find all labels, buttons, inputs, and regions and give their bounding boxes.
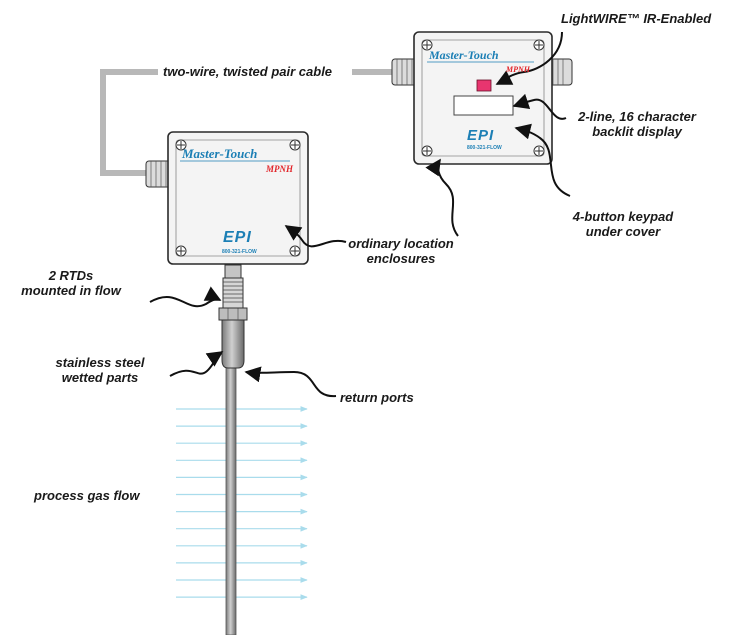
callout-arrow-return-ports	[244, 366, 337, 398]
gas-flow-arrows	[176, 406, 308, 600]
callout-arrow-rtds	[149, 286, 222, 308]
probe-stem	[225, 361, 237, 635]
label-return-ports: return ports	[340, 390, 414, 405]
hex-nut	[218, 307, 248, 321]
lcd-display-window	[453, 95, 514, 116]
label-display-line1: 2-line, 16 character	[578, 109, 696, 124]
remote-phone-text: 800-321-FLOW	[467, 145, 502, 151]
callout-arrow-display	[512, 93, 567, 120]
twisted-pair-cable	[100, 69, 392, 176]
main-epi-logo: EPI	[223, 229, 252, 246]
callout-arrow-enclosure-remote	[425, 158, 459, 237]
label-rtds-line2: mounted in flow	[21, 283, 121, 298]
label-enclosures-line1: ordinary location	[348, 236, 454, 251]
label-enclosures-line2: enclosures	[366, 251, 436, 266]
threaded-fitting	[222, 264, 244, 309]
callout-arrow-steel	[169, 351, 224, 377]
label-process-gas-flow: process gas flow	[34, 488, 140, 503]
label-rtds-line1: 2 RTDs	[48, 268, 94, 283]
label-steel-line1: stainless steel	[55, 355, 145, 370]
label-enclosures: ordinary location enclosures	[340, 236, 462, 266]
callout-arrow-enclosure-main	[284, 225, 347, 248]
label-stainless-steel: stainless steel wetted parts	[42, 355, 158, 385]
screw-icon	[421, 39, 545, 157]
label-keypad-line2: under cover	[585, 224, 661, 239]
screw-icon	[175, 139, 301, 257]
callout-arrow-keypad	[514, 123, 571, 197]
remote-brand-text: Master-Touch	[429, 48, 499, 62]
label-steel-line2: wetted parts	[61, 370, 139, 385]
probe-sheath	[221, 317, 245, 369]
remote-model-text: MPNH	[506, 65, 530, 74]
label-cable: two-wire, twisted pair cable	[163, 64, 333, 79]
label-keypad: 4-button keypad under cover	[569, 209, 677, 239]
label-display-line2: backlit display	[592, 124, 682, 139]
label-rtds: 2 RTDs mounted in flow	[7, 268, 135, 298]
main-enclosure	[145, 131, 309, 265]
ir-window	[476, 79, 492, 92]
label-lightwire: LightWIRE™ IR-Enabled	[561, 11, 712, 26]
callout-arrow-lightwire	[495, 31, 563, 85]
label-display: 2-line, 16 character backlit display	[572, 109, 702, 139]
main-brand-text: Master-Touch	[182, 146, 258, 161]
remote-epi-logo: EPI	[467, 127, 495, 144]
label-keypad-line1: 4-button keypad	[572, 209, 674, 224]
main-phone-text: 800-321-FLOW	[222, 249, 257, 255]
main-model-text: MPNH	[266, 164, 293, 174]
